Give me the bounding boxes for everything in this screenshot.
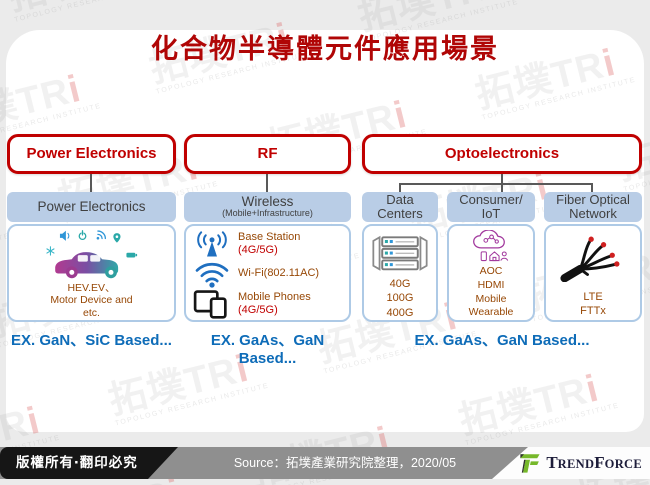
header-text: Data	[386, 191, 414, 207]
connector-line	[399, 183, 401, 192]
caption-line: HEV.EV、	[67, 281, 116, 294]
wifi-icon	[186, 259, 238, 289]
copyright-text: 版權所有‧翻印必究	[16, 455, 138, 470]
category-optoelectronics: Optoelectronics	[362, 134, 642, 174]
header-text: Power Electronics	[37, 198, 146, 214]
category-label: RF	[257, 145, 278, 163]
location-pin-icon	[112, 233, 120, 243]
spec-line: LTE	[583, 291, 603, 303]
wireless-row-text: Mobile Phones (4G/5G)	[238, 291, 311, 317]
category-label: Optoelectronics	[444, 145, 560, 163]
row-sub: (4G/5G)	[238, 304, 278, 316]
column-header-power-electronics: Power Electronics	[7, 192, 176, 222]
category-rf: RF	[184, 134, 351, 174]
fiber-optical-box: LTE FTTx	[544, 224, 642, 322]
wireless-row-text: Wi-Fi(802.11AC)	[238, 267, 319, 280]
consumer-iot-specs: AOC HDMI Mobile Wearable	[469, 265, 514, 320]
wireless-row-text: Base Station (4G/5G)	[238, 231, 300, 257]
example-label-gaas-gan-1: EX. GaAs、GaN Based...	[210, 332, 325, 367]
server-rack-icon	[372, 235, 428, 271]
header-text: Network	[569, 206, 617, 221]
connector-line	[266, 174, 268, 192]
spec-line: HDMI	[477, 279, 505, 292]
connector-line	[501, 183, 503, 192]
column-header-wireless: Wireless (Mobile+Infrastructure)	[184, 192, 351, 222]
example-label-gaas-gan-2: EX. GaAs、GaN Based...	[414, 332, 590, 349]
wireless-box: Base Station (4G/5G) Wi-Fi(802.11AC)	[184, 224, 351, 322]
trendforce-logo: TRENDFORCE	[518, 447, 642, 479]
row-label: Wi-Fi(802.11AC)	[238, 267, 320, 280]
caption-line: etc.	[83, 307, 100, 320]
consumer-iot-box: AOC HDMI Mobile Wearable	[447, 224, 535, 322]
header-text: Wireless	[241, 193, 294, 209]
power-icon	[78, 229, 86, 241]
spec-line: 40G	[389, 278, 411, 291]
connector-line	[90, 174, 92, 192]
example-label-gan-sic: EX. GaN、SiC Based...	[11, 332, 172, 349]
snowflake-icon	[45, 246, 55, 256]
column-header-consumer-iot: Consumer/ IoT	[447, 192, 535, 222]
base-station-icon	[186, 229, 238, 259]
spec-line: FTTx	[580, 305, 606, 318]
power-electronics-box: HEV.EV、 Motor Device and etc.	[7, 224, 176, 322]
battery-icon	[125, 252, 137, 258]
mobile-phones-icon	[186, 288, 238, 320]
iot-cloud-icon	[473, 230, 509, 262]
header-text: Fiber Optical	[556, 191, 630, 207]
footer-copyright-bar	[0, 447, 178, 479]
connector-line	[399, 183, 593, 185]
fiber-specs: LTE FTTx	[580, 290, 606, 319]
spec-line: Wearable	[468, 306, 514, 319]
car-body	[54, 252, 118, 279]
data-centers-box: 40G 100G 400G	[362, 224, 438, 322]
power-electronics-caption: HEV.EV、 Motor Device and etc.	[50, 282, 132, 320]
spec-line: 100G	[386, 292, 414, 305]
column-header-fiber-optical: Fiber Optical Network	[544, 192, 642, 222]
category-label: Power Electronics	[26, 145, 157, 163]
data-centers-specs: 40G 100G 400G	[387, 277, 414, 320]
header-text: Centers	[377, 206, 423, 221]
spec-line: AOC	[479, 265, 503, 278]
fiber-optic-icon	[560, 236, 620, 282]
caption-line: Motor Device and	[50, 294, 133, 307]
row-sub: (4G/5G)	[238, 244, 278, 256]
speaker-icon	[59, 230, 69, 241]
trendforce-glyph-icon	[520, 454, 540, 473]
header-text: Consumer/	[459, 191, 523, 207]
connector-line	[501, 174, 503, 184]
row-label: Base Station	[238, 230, 301, 243]
wireless-row-wifi: Wi-Fi(802.11AC)	[186, 259, 349, 289]
header-subtext: (Mobile+Infrastructure)	[222, 208, 313, 219]
trendforce-wordmark: TRENDFORCE	[546, 453, 642, 472]
row-label: Mobile Phones	[238, 290, 311, 303]
page-title: 化合物半導體元件應用場景	[151, 34, 499, 64]
spec-line: 400G	[386, 306, 414, 319]
rss-icon	[96, 230, 106, 240]
source-text: Source：拓墣產業研究院整理，2020/05	[233, 456, 457, 470]
category-power-electronics: Power Electronics	[7, 134, 176, 174]
header-text: IoT	[481, 206, 501, 221]
wireless-row-mobile: Mobile Phones (4G/5G)	[186, 289, 349, 319]
car-icon	[45, 229, 137, 279]
spec-line: Mobile	[475, 292, 507, 305]
wireless-row-base-station: Base Station (4G/5G)	[186, 229, 349, 259]
column-header-data-centers: Data Centers	[362, 192, 438, 222]
connector-line	[591, 183, 593, 192]
